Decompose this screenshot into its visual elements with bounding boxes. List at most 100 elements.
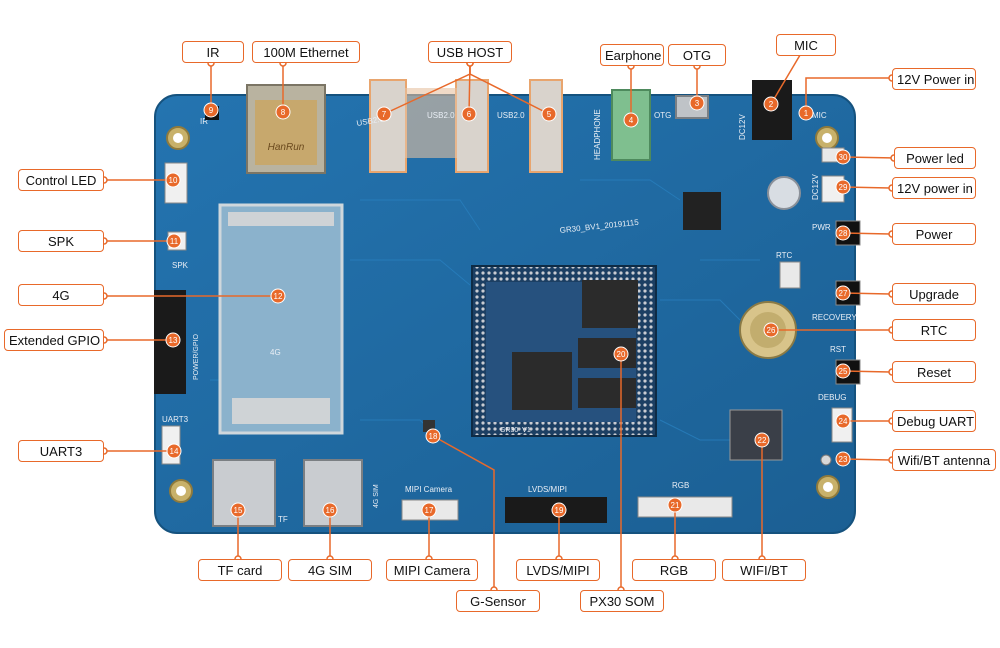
label-lvds-mipi: LVDS/MIPI — [516, 559, 600, 581]
callout-number-19: 19 — [555, 506, 564, 515]
callout-number-8: 8 — [281, 108, 286, 117]
callout-marker-7: 7 — [376, 106, 392, 122]
callout-marker-18: 18 — [425, 428, 441, 444]
callout-marker-14: 14 — [166, 443, 182, 459]
label-ethernet: 100M Ethernet — [252, 41, 360, 63]
callout-marker-26: 26 — [763, 322, 779, 338]
inductor — [683, 192, 721, 230]
silk-mipi-camera: MIPI Camera — [405, 485, 453, 494]
silk-usb-b: USB2.0 — [427, 111, 455, 120]
label-spk: SPK — [18, 230, 104, 252]
silk-dc12v-top: DC12V — [738, 114, 747, 140]
callout-marker-29: 29 — [835, 179, 851, 195]
silk-rgb: RGB — [672, 481, 689, 490]
rtc-chip — [779, 261, 801, 289]
callout-number-30: 30 — [839, 153, 848, 162]
silk-mic: MIC — [812, 111, 827, 120]
callout-marker-27: 27 — [835, 285, 851, 301]
pcb-traces — [210, 179, 760, 441]
callout-number-2: 2 — [769, 100, 774, 109]
callout-marker-20: 20 — [613, 346, 629, 362]
callout-number-5: 5 — [547, 110, 552, 119]
leader-line-28 — [842, 232, 893, 235]
callout-marker-12: 12 — [270, 288, 286, 304]
leader-line-27 — [842, 292, 893, 295]
label-usb-host: USB HOST — [428, 41, 512, 63]
label-power: Power — [892, 223, 976, 245]
callout-number-6: 6 — [467, 110, 472, 119]
callout-number-28: 28 — [839, 229, 848, 238]
callout-number-14: 14 — [170, 447, 179, 456]
callout-number-27: 27 — [839, 289, 848, 298]
callout-marker-6: 6 — [461, 106, 477, 122]
label-upgrade: Upgrade — [892, 283, 976, 305]
antenna-connector — [820, 454, 832, 466]
callout-marker-4: 4 — [623, 112, 639, 128]
leader-line-29 — [842, 186, 893, 189]
label-mipi-camera: MIPI Camera — [386, 559, 478, 581]
usb-port-b — [455, 79, 489, 173]
silk-spk: SPK — [172, 261, 189, 270]
silk-pwr: PWR — [812, 223, 831, 232]
callout-number-11: 11 — [170, 237, 179, 246]
label-12v-power-in-right: 12V power in — [892, 177, 976, 199]
label-mic: MIC — [776, 34, 836, 56]
callout-marker-23: 23 — [835, 451, 851, 467]
callout-number-21: 21 — [671, 501, 680, 510]
callout-number-29: 29 — [839, 183, 848, 192]
label-debug-uart: Debug UART — [892, 410, 976, 432]
leader-line-30 — [842, 156, 895, 159]
silk-som: GR30_V1 — [500, 427, 531, 434]
callout-marker-11: 11 — [166, 233, 182, 249]
callout-marker-10: 10 — [165, 172, 181, 188]
callout-marker-17: 17 — [421, 502, 437, 518]
label-reset: Reset — [892, 361, 976, 383]
label-rtc: RTC — [892, 319, 976, 341]
callout-number-1: 1 — [804, 109, 809, 118]
silk-tf: TF — [278, 515, 288, 524]
usb-port-a — [369, 79, 407, 173]
silk-4g: 4G — [270, 348, 281, 357]
silk-rtc: RTC — [776, 251, 793, 260]
silk-debug: DEBUG — [818, 393, 846, 402]
callout-marker-19: 19 — [551, 502, 567, 518]
label-g-sensor: G-Sensor — [456, 590, 540, 612]
silk-otg: OTG — [654, 111, 671, 120]
callout-number-9: 9 — [209, 106, 214, 115]
label-12v-power-in-top: 12V Power in — [892, 68, 976, 90]
label-tf-card: TF card — [198, 559, 282, 581]
leader-line-18 — [432, 435, 495, 590]
callout-marker-3: 3 — [689, 95, 705, 111]
silk-rj45-brand: HanRun — [268, 142, 305, 153]
callout-marker-22: 22 — [754, 432, 770, 448]
label-uart3: UART3 — [18, 440, 104, 462]
silk-dc12v-right: DC12V — [811, 174, 820, 200]
callout-number-3: 3 — [695, 99, 700, 108]
callout-number-13: 13 — [169, 336, 178, 345]
callout-marker-9: 9 — [203, 102, 219, 118]
label-otg: OTG — [668, 44, 726, 66]
px30-chip — [512, 352, 572, 410]
callout-number-25: 25 — [839, 367, 848, 376]
callout-number-16: 16 — [326, 506, 335, 515]
callout-number-17: 17 — [425, 506, 434, 515]
silk-ir: IR — [200, 117, 208, 126]
callout-marker-24: 24 — [835, 413, 851, 429]
callout-marker-28: 28 — [835, 225, 851, 241]
label-ir: IR — [182, 41, 244, 63]
callout-number-10: 10 — [169, 176, 178, 185]
label-extended-gpio: Extended GPIO — [4, 329, 104, 351]
tf-card-slot — [212, 459, 276, 527]
4g-module-slot — [218, 203, 344, 435]
label-px30-som: PX30 SOM — [580, 590, 664, 612]
callout-number-18: 18 — [429, 432, 438, 441]
callout-number-22: 22 — [758, 436, 767, 445]
callout-marker-21: 21 — [667, 497, 683, 513]
label-control-led: Control LED — [18, 169, 104, 191]
callout-number-23: 23 — [839, 455, 848, 464]
leader-line-25 — [842, 370, 893, 373]
callout-marker-25: 25 — [835, 363, 851, 379]
callout-number-20: 20 — [617, 350, 626, 359]
